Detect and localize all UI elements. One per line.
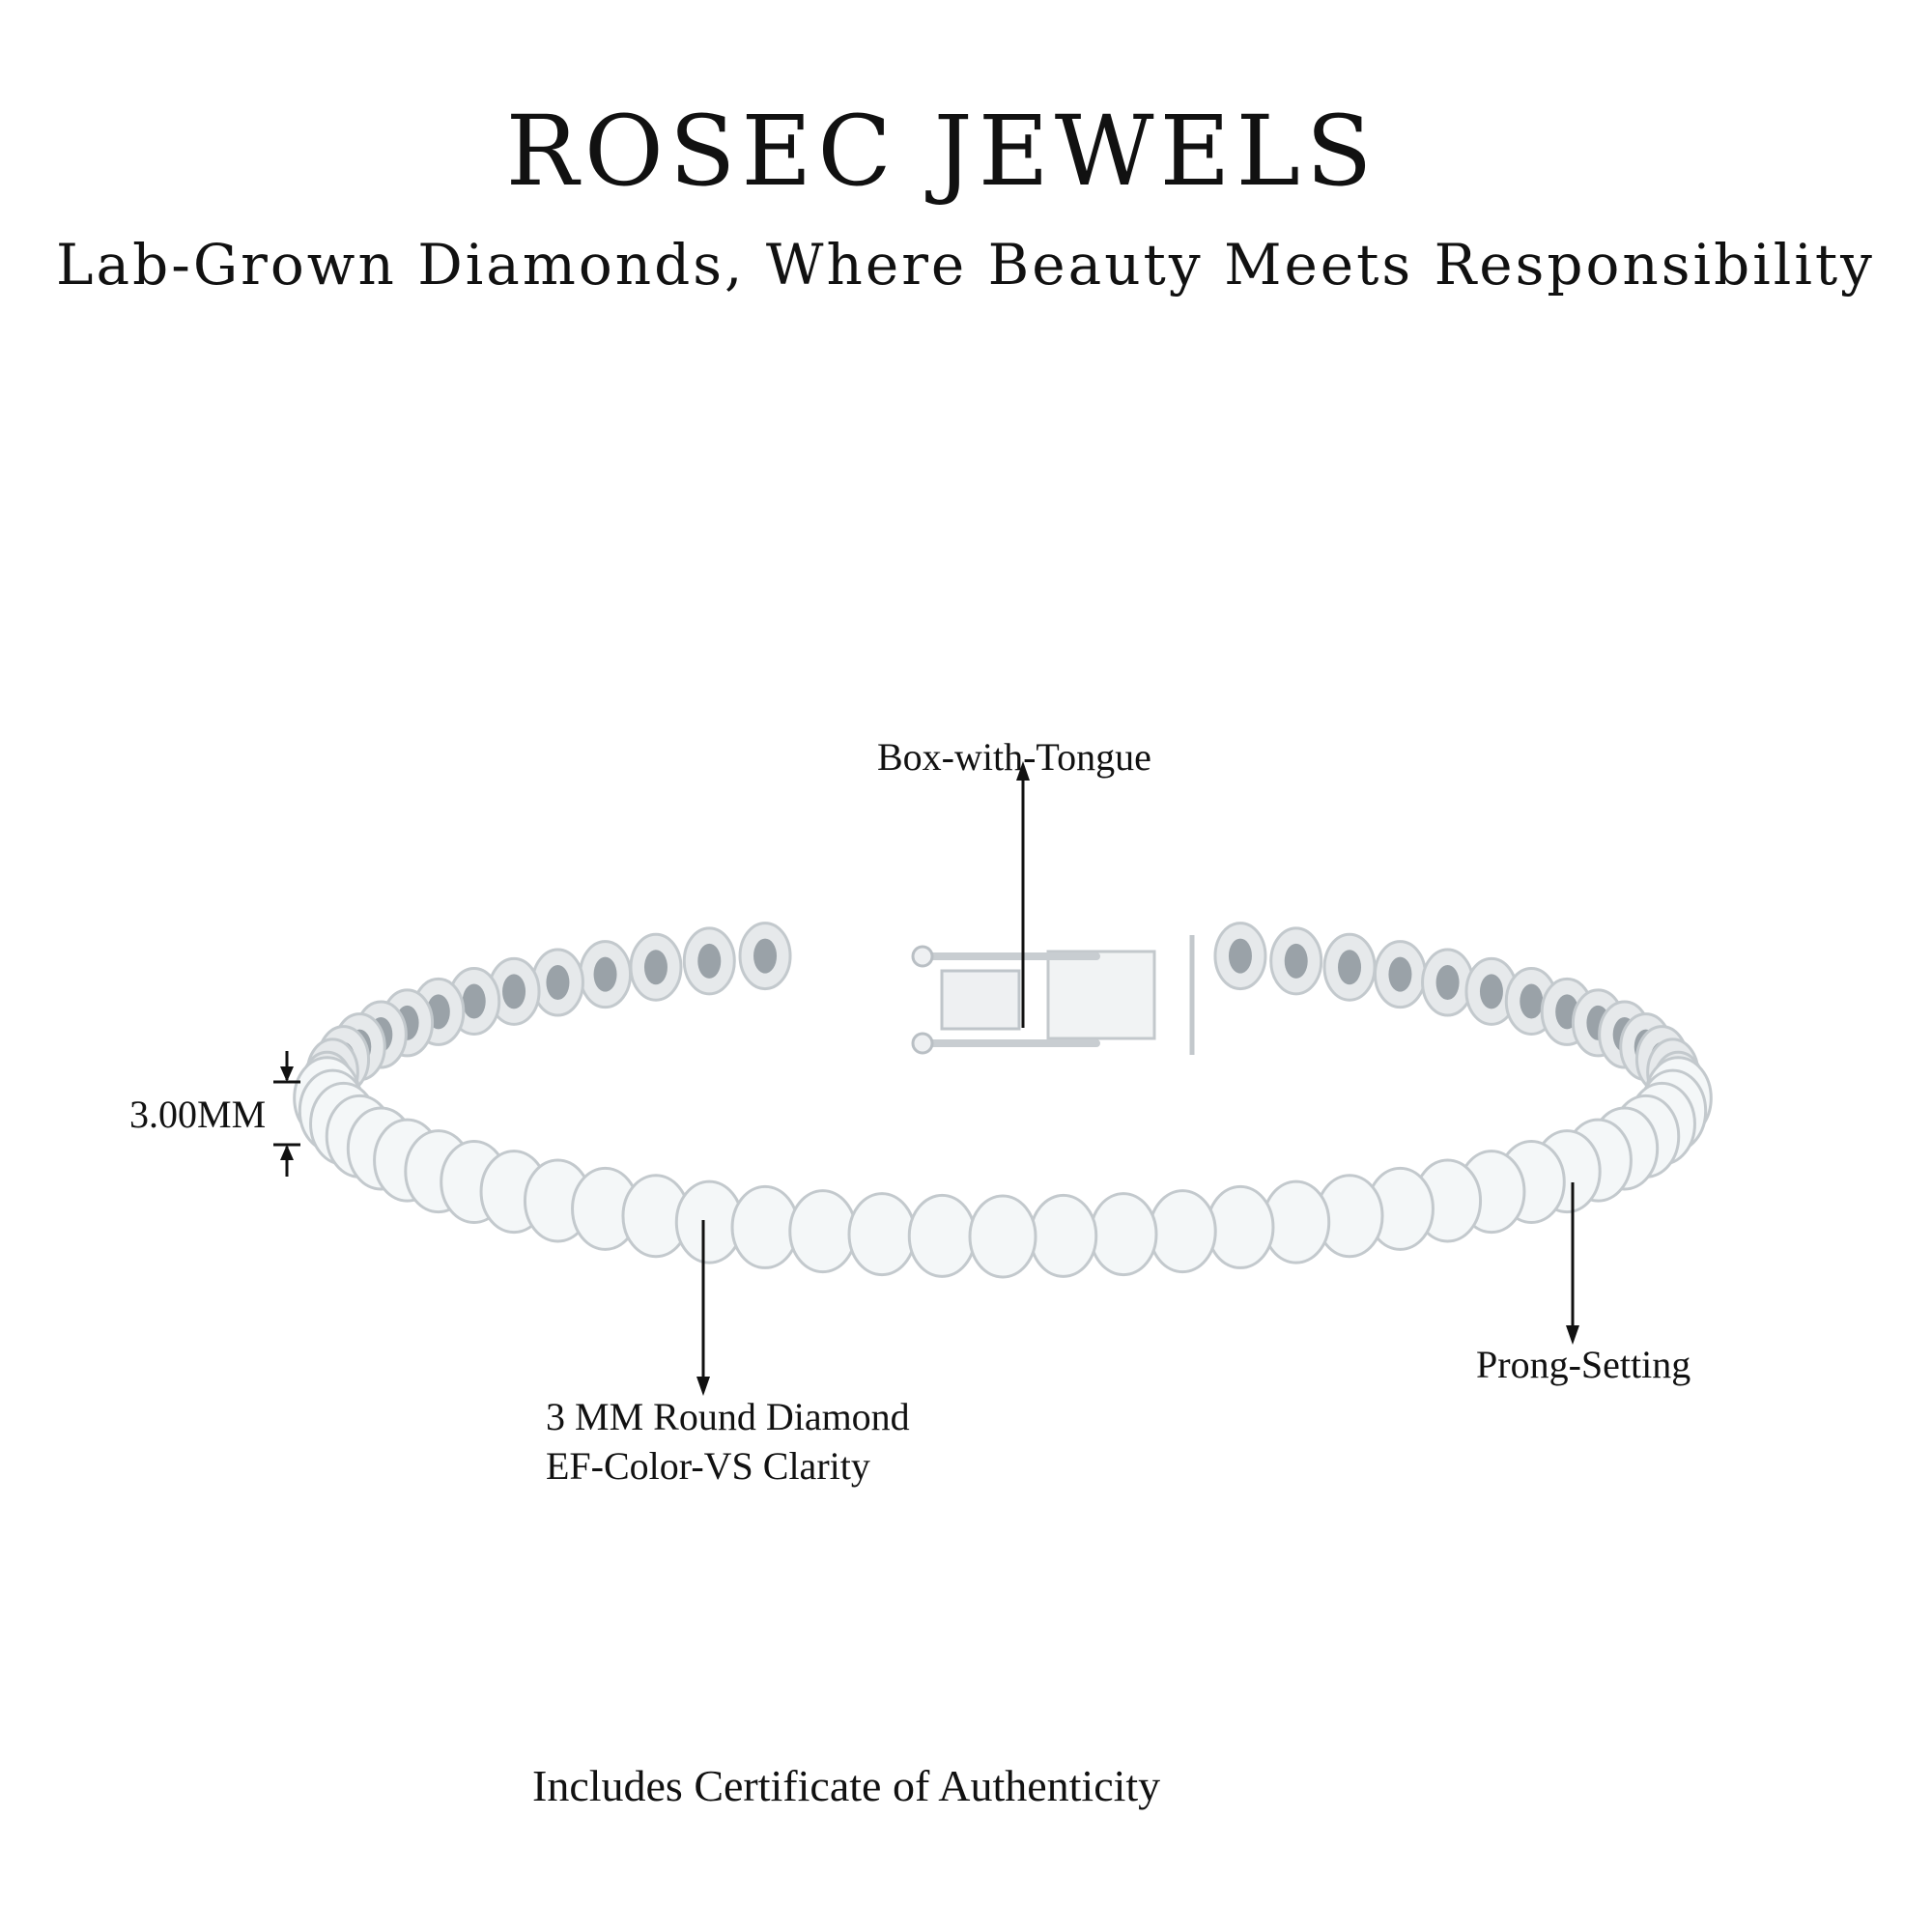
stone-setting-back [753, 938, 778, 974]
stone-setting-back [1228, 938, 1252, 974]
stone-setting-back [1284, 943, 1308, 979]
clasp [911, 935, 1195, 1055]
stone-setting-back [1338, 950, 1362, 985]
stone-setting-back [593, 956, 617, 992]
diamond-stone [730, 1184, 800, 1269]
diamond-stone [847, 1192, 917, 1277]
stone-label-line1: 3 MM Round Diamond [546, 1395, 910, 1438]
stone-arrow [696, 1220, 710, 1396]
width-label: 3.00MM [129, 1093, 267, 1136]
diamond-stone [788, 1189, 858, 1274]
diamond-stone [968, 1194, 1037, 1279]
brand-title: ROSEC JEWELS [505, 95, 1378, 208]
diamond-stone [907, 1193, 977, 1278]
diamond-stone [1029, 1193, 1098, 1278]
brand-subtitle: Lab-Grown Diamonds, Where Beauty Meets R… [56, 232, 1875, 298]
width-dimension-arrows [273, 1051, 300, 1177]
stone-setting-back [546, 965, 570, 1001]
stone-setting-back [1435, 965, 1460, 1001]
diamond-stone [1089, 1192, 1158, 1277]
clasp-arrow [1016, 761, 1030, 1028]
stone-setting-back [502, 974, 526, 1009]
stone-setting-back [1388, 956, 1412, 992]
clasp-label: Box-with-Tongue [877, 735, 1151, 779]
setting-arrow [1566, 1182, 1579, 1345]
tennis-bracelet [293, 922, 1713, 1279]
stone-setting-back [643, 950, 668, 985]
stone-setting-back [1520, 983, 1544, 1019]
stone-label-line2: EF-Color-VS Clarity [546, 1444, 870, 1488]
certificate-note: Includes Certificate of Authenticity [532, 1761, 1161, 1810]
stone-setting-back [462, 983, 486, 1019]
stone-setting-back [697, 943, 722, 979]
setting-label: Prong-Setting [1476, 1343, 1691, 1386]
diamond-stone [1148, 1189, 1217, 1274]
stone-setting-back [1479, 974, 1503, 1009]
diamond-stone [1206, 1184, 1275, 1269]
